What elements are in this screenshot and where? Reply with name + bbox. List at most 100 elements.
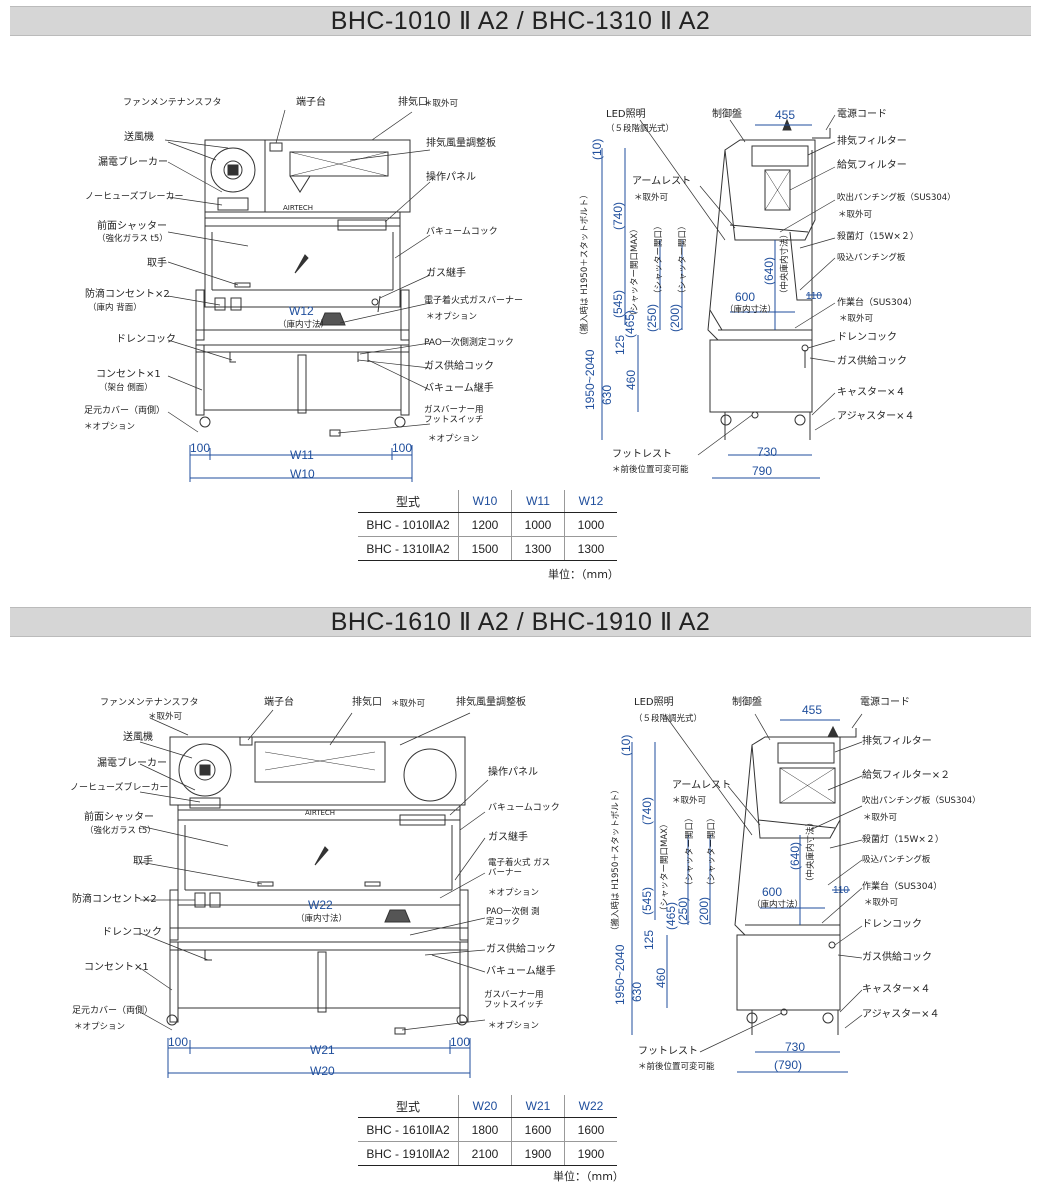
dim-w-inner-1: W12 [289, 304, 314, 318]
dim-200-1: (200) [668, 303, 682, 332]
label-power-cord-2: 電源コード [860, 697, 910, 708]
table-row: BHC - 1310ⅡA2 1500 1300 1300 [358, 536, 617, 561]
label-vacuum-joint-2: バキューム継手 [486, 966, 556, 977]
label-burner-opt: ＊オプション [426, 312, 478, 322]
label-worktop-opt-2: ＊取外可 [864, 898, 899, 908]
table-row: BHC - 1010ⅡA2 1200 1000 1000 [358, 512, 617, 537]
dim-w-inner-sub-2: （庫内寸法） [296, 914, 348, 924]
spec-table-2: 型式 W20 W21 W22 BHC - 1610ⅡA2 1800 1600 1… [358, 1095, 617, 1166]
dim-10-2: (10) [619, 734, 633, 756]
label-front-shutter: 前面シャッター [97, 221, 167, 232]
label-drain-cock: ドレンコック [116, 334, 176, 345]
label-foot-cover: 足元カバー（両側） [84, 406, 166, 416]
table-header-model: 型式 [358, 490, 459, 513]
label-foot-switch-opt: ＊オプション [428, 434, 480, 444]
dim-455-1: 455 [775, 108, 796, 122]
label-handle: 取手 [147, 258, 167, 269]
label-footrest: フットレスト [612, 449, 672, 460]
label-gas-cock: ガス供給コック [424, 361, 494, 372]
label-gas-cock-side: ガス供給コック [837, 356, 907, 367]
dim-465-sub-1: （シャッター開口MAX） [630, 224, 640, 320]
table-cell: 1200 [458, 512, 512, 537]
label-outlet: コンセント×1 [96, 369, 161, 380]
label-gas-joint: ガス継手 [426, 268, 466, 279]
label-front-shutter-2: 前面シャッター [84, 812, 154, 823]
label-foot-switch: ガスバーナー用 フットスイッチ [424, 405, 484, 425]
dim-200-sub-1: （シャッター開口） [678, 221, 688, 298]
label-exhaust-opt: ＊取外可 [424, 99, 459, 109]
label-drip-outlet-sub: （庫内 背面） [88, 303, 142, 313]
table-cell: 1900 [511, 1141, 565, 1166]
label-fan-cover-2: ファンメンテナンスフタ [100, 698, 199, 708]
label-uv-lamp-2: 殺菌灯（15W×２） [862, 835, 944, 845]
label-outlet-2: コンセント×1 [84, 962, 149, 973]
dim-460-1: 460 [624, 369, 638, 390]
table-header-w20: W20 [458, 1095, 512, 1118]
label-exhaust: 排気口 [398, 97, 428, 108]
table-header-w11: W11 [511, 490, 565, 513]
label-foot-switch-opt-2: ＊オプション [488, 1021, 540, 1031]
label-terminal-2: 端子台 [264, 697, 294, 708]
label-caster: キャスター×４ [837, 387, 906, 398]
label-foot-cover-2: 足元カバー（両側） [72, 1006, 154, 1016]
dim-h-total-sub-1: （搬入時は H1950＋スタットボルト） [580, 190, 590, 340]
label-outlet-sub: （架台 側面） [99, 383, 153, 393]
dim-110-2: 110 [833, 885, 849, 896]
dim-250-sub-1: （シャッター開口） [654, 221, 664, 298]
dim-h-total-sub-2: （搬入時は H1950＋スタットボルト） [611, 785, 621, 935]
dim-465-1: (465) [623, 309, 637, 338]
label-handle-2: 取手 [133, 856, 153, 867]
dim-790-1: 790 [752, 464, 773, 478]
label-exhaust-filter: 排気フィルター [837, 136, 907, 147]
dim-100-right-1: 100 [392, 441, 413, 455]
dim-250-2: (250) [676, 896, 690, 925]
table-header-w12: W12 [564, 490, 617, 513]
dim-740-1: (740) [611, 201, 625, 230]
dim-630-2: 630 [630, 981, 644, 1002]
label-control-panel-2: 操作パネル [488, 767, 538, 778]
table-cell: BHC - 1010ⅡA2 [358, 512, 459, 537]
label-nofuse-breaker: ノーヒューズブレーカー [85, 192, 184, 202]
label-drip-outlet: 防滴コンセント×2 [85, 289, 170, 300]
table-cell: BHC - 1910ⅡA2 [358, 1141, 459, 1166]
table-cell: 1000 [511, 512, 565, 537]
side-view-1 [707, 118, 831, 440]
brand-logo-2: AIRTECH [305, 809, 336, 817]
label-drip-outlet-2: 防滴コンセント×2 [72, 894, 157, 905]
dim-w-total-2: W20 [310, 1064, 335, 1078]
dim-600-2: 600 [762, 885, 783, 899]
spec-table-1: 型式 W10 W11 W12 BHC - 1010ⅡA2 1200 1000 1… [358, 490, 617, 561]
unit-label-2: 単位：（mm） [553, 1170, 624, 1183]
table-cell: 1600 [564, 1117, 617, 1142]
label-pao-cock-2: PAO一次側 測定コック [486, 907, 540, 927]
dim-465-sub-2: （シャッター開口MAX） [660, 819, 670, 915]
front-view-2 [166, 736, 469, 1035]
label-burner-opt-2: ＊オプション [488, 888, 540, 898]
table-cell: 1000 [564, 512, 617, 537]
dim-10-1: (10) [590, 138, 604, 160]
dim-w-mid-2: W21 [310, 1043, 335, 1057]
dim-545-2: (545) [640, 886, 654, 915]
label-foot-cover-opt-2: ＊オプション [74, 1022, 126, 1032]
label-control-box: 制御盤 [712, 109, 742, 120]
label-control-box-2: 制御盤 [732, 697, 762, 708]
dim-w-total-1: W10 [290, 467, 315, 481]
label-gas-cock-side-2: ガス供給コック [862, 952, 932, 963]
label-drain-cock-2: ドレンコック [102, 927, 162, 938]
label-fan-cover-opt-2: ＊取外可 [148, 712, 183, 722]
label-blower: 送風機 [124, 132, 154, 143]
dim-w-inner-sub-1: （庫内寸法） [278, 320, 330, 330]
label-foot-cover-opt: ＊オプション [84, 422, 136, 432]
label-led: LED照明 [606, 109, 646, 120]
table-header-model: 型式 [358, 1095, 459, 1118]
label-leakage-breaker-2: 漏電ブレーカー [97, 758, 167, 769]
label-armrest-opt: ＊取外可 [634, 193, 669, 203]
label-nofuse-breaker-2: ノーヒューズブレーカー [70, 783, 169, 793]
label-blow-punch-opt-2: ＊取外可 [863, 813, 898, 823]
table-cell: 2100 [458, 1141, 512, 1166]
label-foot-switch-2: ガスバーナー用 フットスイッチ [484, 990, 544, 1010]
dim-200-2: (200) [697, 896, 711, 925]
dim-455-2: 455 [802, 703, 823, 717]
dim-125-2: 125 [642, 929, 656, 950]
